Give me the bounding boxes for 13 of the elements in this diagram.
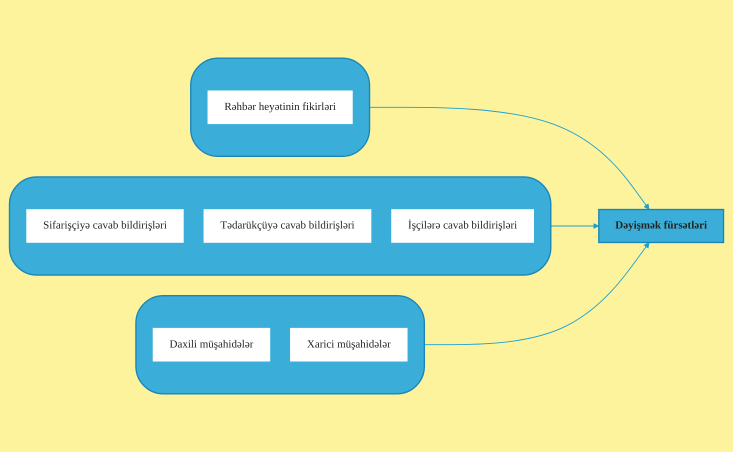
node-box: Xarici müşahidələr — [290, 328, 408, 362]
node-box: Tədarükçüyə cavab bildirişləri — [204, 209, 372, 243]
arrow — [550, 222, 600, 230]
node-box: Rəhbər heyətinin fikirləri — [208, 90, 353, 124]
arrow — [369, 106, 650, 210]
arrow — [424, 242, 650, 346]
node-box: İşçilərə cavab bildirişləri — [391, 209, 534, 243]
cluster — [135, 294, 426, 394]
node-box: Sifarişçiyə cavab bildirişləri — [26, 209, 184, 243]
cluster — [190, 58, 370, 158]
node-box: Dəyişmək fürsətləri — [598, 208, 724, 244]
cluster — [8, 176, 552, 276]
node-box: Daxili müşahidələr — [152, 328, 270, 362]
